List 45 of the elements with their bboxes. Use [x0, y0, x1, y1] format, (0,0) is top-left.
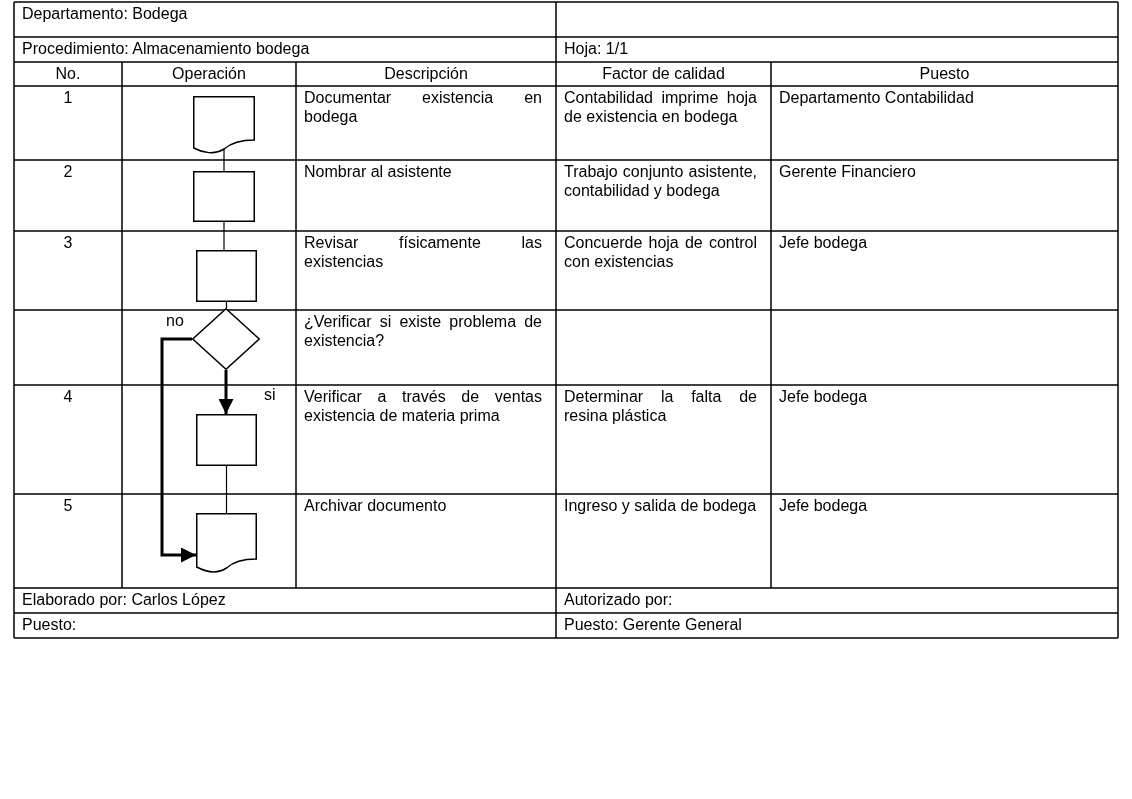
description-text: Verificar a través de ventas existencia de materia prima [303, 387, 543, 426]
position-text: Puesto: Gerente General [563, 615, 743, 635]
step-number: 5 [62, 496, 74, 516]
arrow [218, 370, 234, 414]
position-text: Departamento Contabilidad [778, 88, 975, 108]
procedure-text: Procedimiento: Almacenamiento bodega [21, 39, 311, 59]
column-header: Descripción [383, 64, 469, 84]
process-box [193, 171, 255, 222]
department-text: Departamento: Bodega [21, 4, 189, 24]
step-number: 2 [62, 162, 74, 182]
process-box [196, 250, 257, 302]
connector-line [225, 301, 228, 309]
description-text: Revisar físicamente las existencias [303, 233, 543, 272]
connector-line [225, 465, 228, 514]
step-number: 3 [62, 233, 74, 253]
quality-factor-text: Contabilidad imprime hoja de existencia en bodega [563, 88, 758, 127]
step-number: 1 [62, 88, 74, 108]
position-text: Gerente Financiero [778, 162, 917, 182]
position-text: Jefe bodega [778, 496, 869, 516]
connector-line [223, 221, 225, 251]
arrow [160, 337, 196, 563]
description-text: ¿Verificar si existe problema de existencia? [303, 312, 543, 351]
prepared-by-text: Elaborado por: Carlos López [21, 590, 227, 610]
position-text: Jefe bodega [778, 387, 869, 407]
position-text: Puesto: [21, 615, 78, 635]
column-header: Operación [171, 64, 247, 84]
quality-factor-text: Ingreso y salida de bodega [563, 496, 758, 516]
column-header: No. [54, 64, 82, 84]
authorized-by-text: Autorizado por: [563, 590, 674, 610]
description-text: Nombrar al asistente [303, 162, 453, 182]
sheet-text: Hoja: 1/1 [563, 39, 630, 59]
column-header: Factor de calidad [601, 64, 726, 84]
process-box [196, 414, 257, 466]
description-text: Archivar documento [303, 496, 448, 516]
quality-factor-text: Trabajo conjunto asistente, contabilidad y bodega [563, 162, 758, 201]
document-symbol [196, 513, 257, 573]
column-header: Puesto [918, 64, 971, 84]
quality-factor-text: Determinar la falta de resina plástica [563, 387, 758, 426]
position-text: Jefe bodega [778, 233, 869, 253]
decision-diamond [192, 308, 260, 370]
quality-factor-text: Concuerde hoja de control con existencias [563, 233, 758, 272]
connector-line [223, 148, 225, 172]
description-text: Documentar existencia en bodega [303, 88, 543, 127]
document-symbol [193, 96, 255, 154]
step-number: 4 [62, 387, 74, 407]
